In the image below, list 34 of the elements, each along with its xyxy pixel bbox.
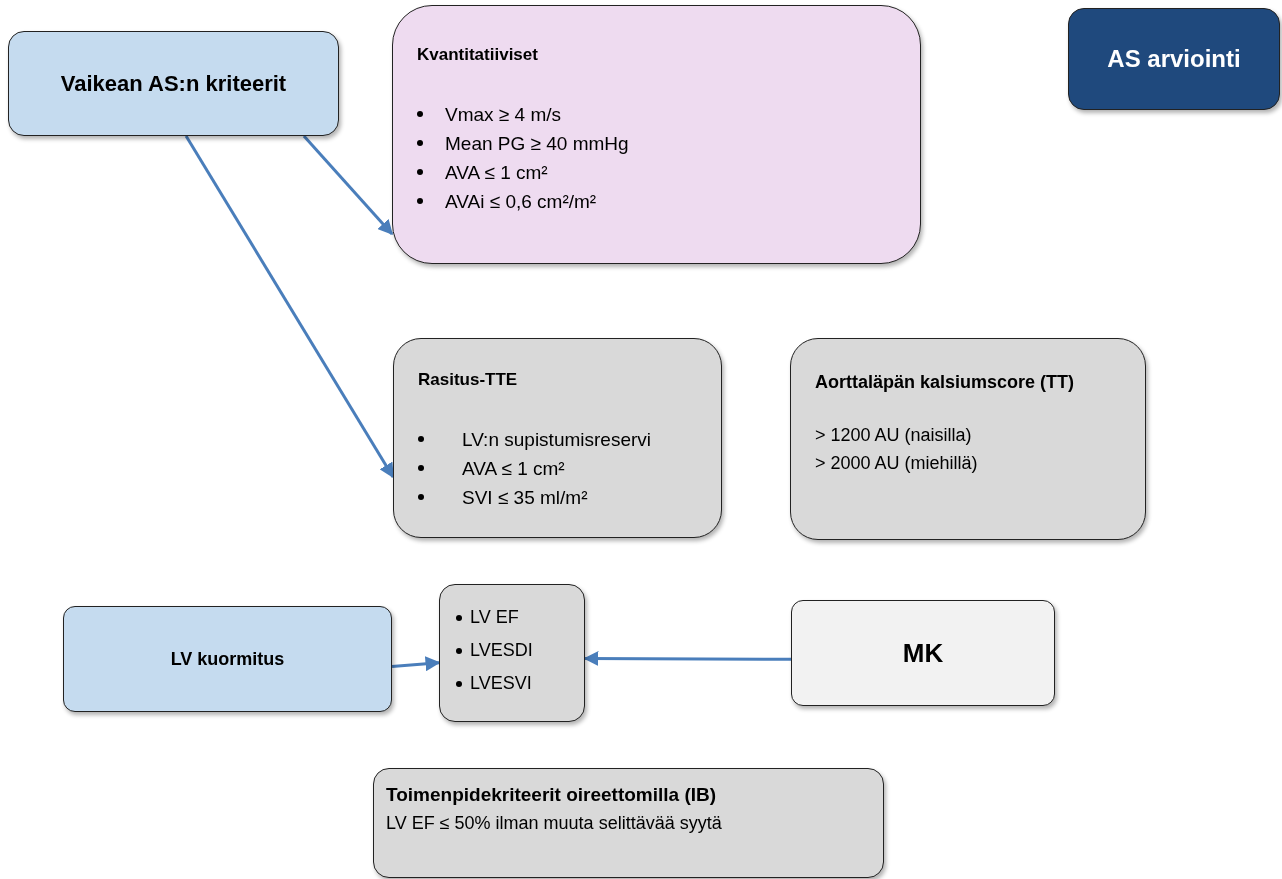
- box-heading: Kvantitatiiviset: [417, 44, 539, 66]
- bullet-item: AVA ≤ 1 cm²: [462, 456, 565, 481]
- title-box: [1068, 8, 1280, 110]
- parameter-box: [439, 584, 585, 722]
- quantitative-box: [392, 5, 921, 264]
- lv-load-box: [63, 606, 392, 712]
- arrow: [302, 135, 394, 236]
- calcium-score-box: [790, 338, 1146, 540]
- box-heading: Aorttaläpän kalsiumscore (TT): [815, 371, 1076, 394]
- criteria-box: [8, 31, 339, 136]
- box-title: AS arviointi: [1107, 44, 1241, 74]
- criterion-text: LV EF ≤ 50% ilman muuta selittävää syytä: [386, 811, 723, 835]
- intervention-box: [373, 768, 884, 878]
- criterion-text: > 2000 AU (miehillä): [815, 452, 979, 475]
- bullet-item: LVESDI: [470, 639, 533, 662]
- box-heading: Rasitus-TTE: [418, 369, 519, 391]
- bullet-item: LV:n supistumisreservi: [462, 427, 651, 452]
- bullet-item: AVAi ≤ 0,6 cm²/m²: [445, 189, 597, 214]
- bullet-item: LV EF: [470, 606, 519, 629]
- box-title: MK: [902, 636, 944, 670]
- bullet-item: LVESVI: [470, 672, 532, 695]
- arrow: [184, 135, 395, 479]
- bullet-item: AVA ≤ 1 cm²: [445, 160, 548, 185]
- arrow: [391, 656, 441, 672]
- arrow: [583, 651, 791, 667]
- box-title: LV kuormitus: [170, 647, 285, 671]
- criterion-text: > 1200 AU (naisilla): [815, 424, 973, 447]
- box-heading: Toimenpidekriteerit oireettomilla (IB): [386, 783, 718, 807]
- bullet-item: SVI ≤ 35 ml/m²: [462, 485, 588, 510]
- box-title: Vaikean AS:n kriteerit: [60, 70, 287, 98]
- mk-box: [791, 600, 1055, 706]
- bullet-item: Mean PG ≥ 40 mmHg: [445, 131, 629, 156]
- bullet-item: Vmax ≥ 4 m/s: [445, 102, 561, 127]
- stress-echo-box: [393, 338, 722, 538]
